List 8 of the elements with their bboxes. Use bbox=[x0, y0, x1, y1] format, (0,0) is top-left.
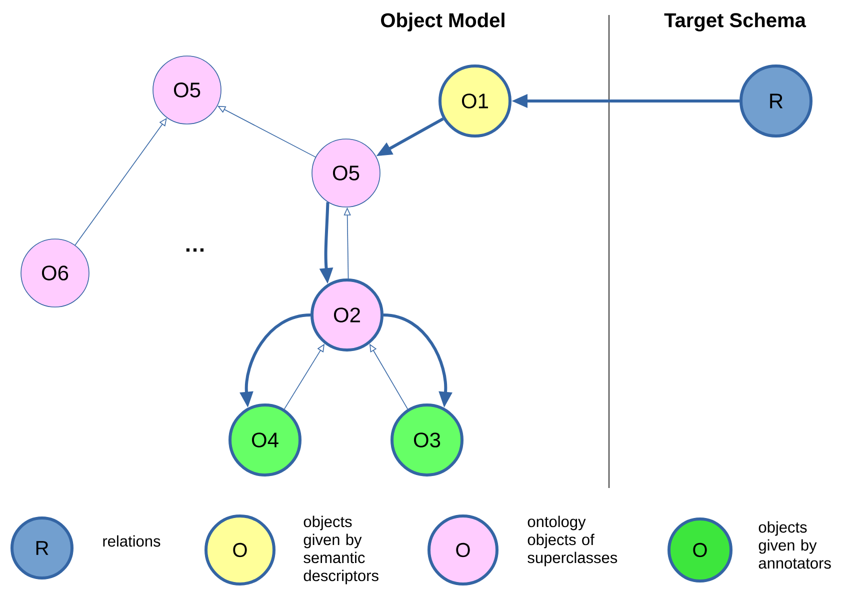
legend-text: relations bbox=[103, 535, 160, 547]
legend-text: ontology objects of superclasses bbox=[528, 516, 618, 566]
heading: Target Schema bbox=[664, 12, 806, 32]
ellipsis: … bbox=[186, 248, 204, 252]
legend-text: objects given by semantic descriptors bbox=[304, 516, 378, 584]
arrow bbox=[218, 106, 316, 158]
legend-text: objects given by annotators bbox=[758, 521, 831, 569]
heading: Object Model bbox=[381, 12, 504, 32]
